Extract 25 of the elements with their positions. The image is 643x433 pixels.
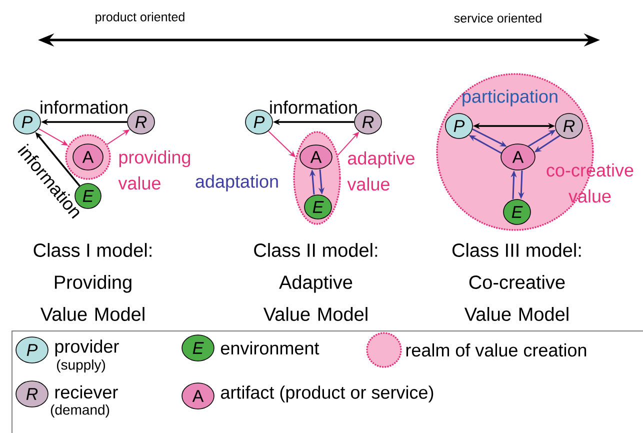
symbol-letter: E (192, 342, 204, 354)
caption-text: Adaptive Value Model (263, 275, 368, 321)
legend-text: realm of value creation (406, 343, 586, 357)
symbol-letter: P (26, 344, 38, 356)
legend-text: reciever (55, 385, 118, 399)
legend-text: provider (55, 340, 119, 356)
legend-text: artifact (product or service) (220, 386, 434, 402)
caption-text: Class II model: (254, 243, 378, 257)
relation-label: participation (462, 90, 558, 106)
caption-text: Class III model: (452, 243, 581, 257)
caption-text: Providing Value Model (40, 275, 144, 321)
legend-text: environment (220, 341, 320, 355)
legend-subtext: (demand) (50, 404, 110, 418)
axis-label: product oriented (96, 12, 184, 24)
value-label: providing value (118, 150, 190, 190)
edge-label: information (40, 100, 128, 114)
symbol-letter: A (192, 390, 204, 402)
edge-label: information (270, 100, 357, 114)
axis-label: service oriented (454, 13, 542, 23)
relation-label: adaptation (196, 174, 278, 192)
caption-text: Class I model: (34, 243, 152, 257)
symbol-letter: R (26, 388, 38, 400)
legend-subtext: (supply) (56, 359, 106, 372)
caption-text: Co-creative Value Model (464, 275, 568, 321)
value-label: adaptive value (347, 151, 414, 191)
